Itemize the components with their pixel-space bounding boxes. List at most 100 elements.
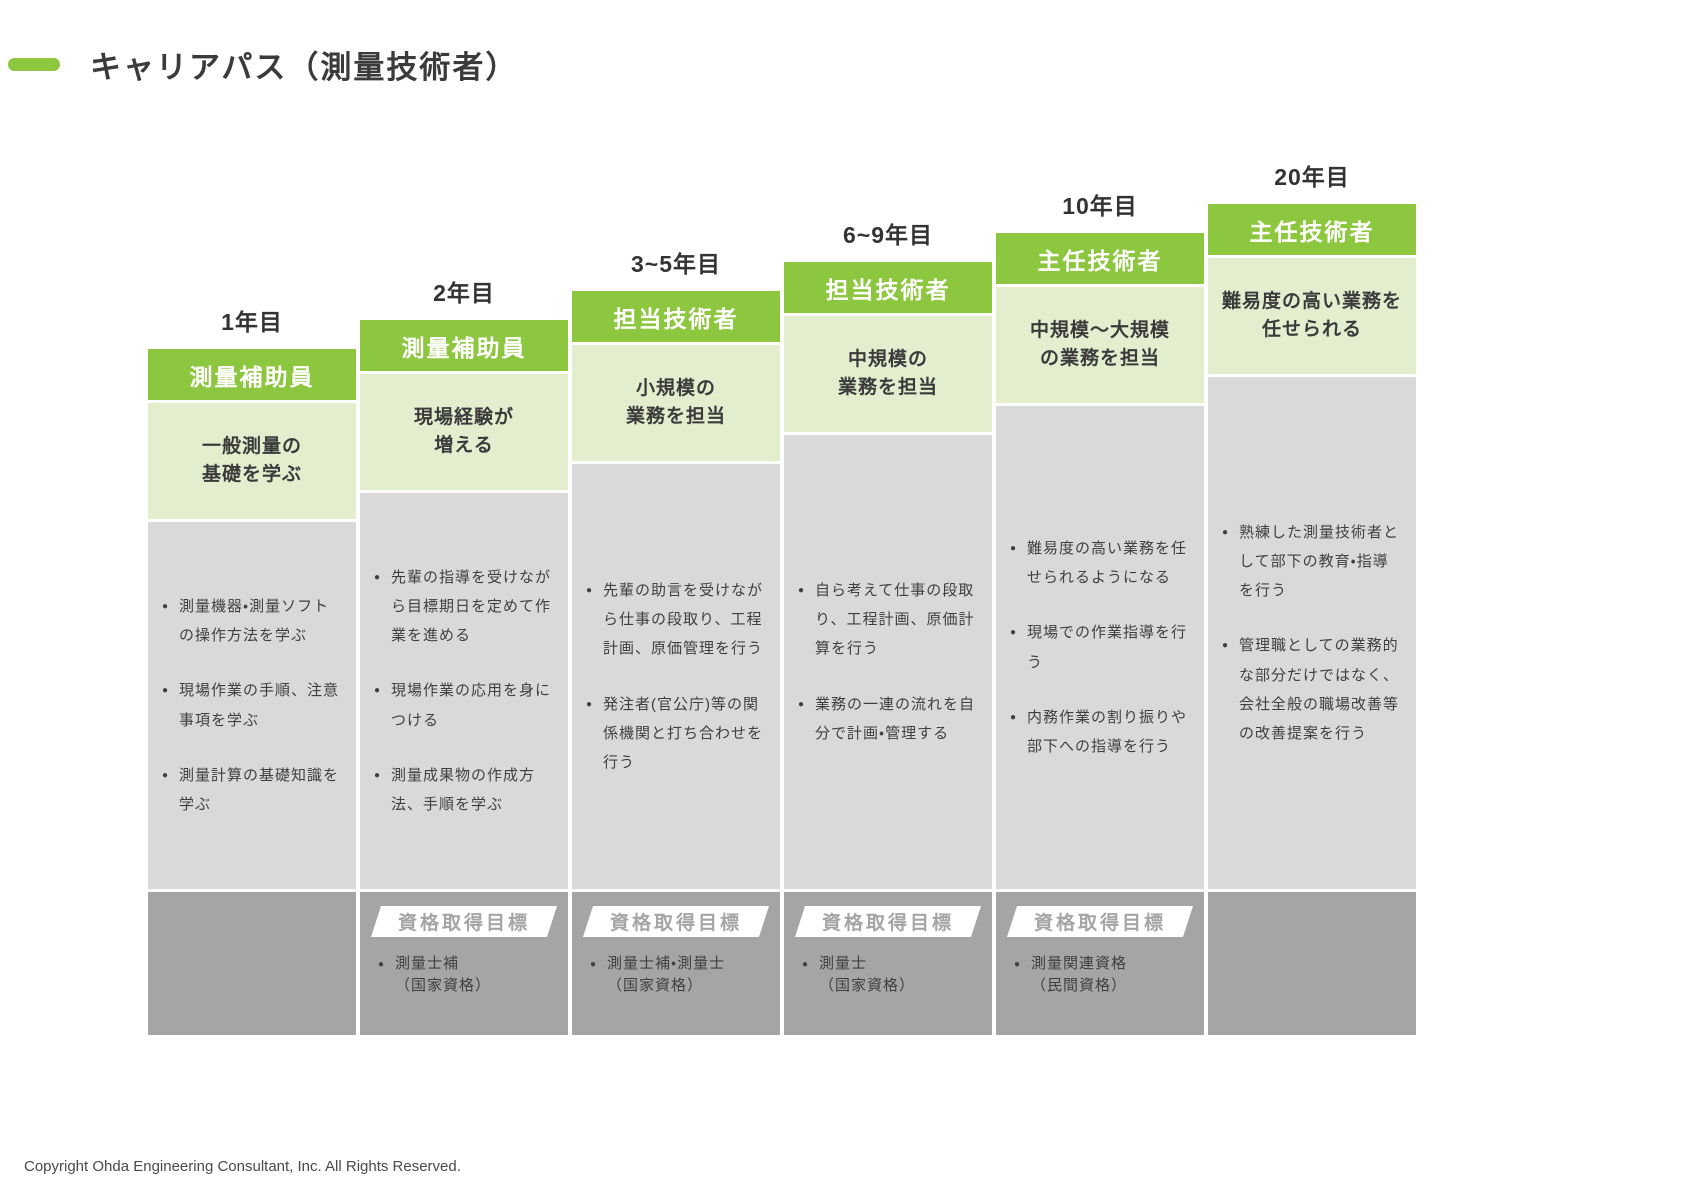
bullet-dot: ● xyxy=(586,584,593,596)
bullet-item: ●測量士補・測量士 （国家資格） xyxy=(590,953,764,997)
role-title-bar: 主任技術者 xyxy=(1208,204,1416,255)
bullet-text: 管理職としての業務的な部分だけではなく、会社全般の職場改善等の改善提案を行う xyxy=(1239,637,1400,743)
bullet-item: ● 測量士補 （国家資格） xyxy=(378,953,552,997)
bullet-text: 現場作業の応用を身につける xyxy=(391,682,552,729)
bullet-dot: ● xyxy=(162,769,169,781)
qualification-banner: 資格取得目標 xyxy=(794,906,982,937)
role-title-bar: 主任技術者 xyxy=(996,233,1204,284)
qualification-list: ● 測量関連資格 （民間資格） xyxy=(996,937,1204,997)
page-title: キャリアパス（測量技術者） xyxy=(90,50,519,85)
qualification-box: 資格取得目標 ● 測量関連資格 （民間資格） xyxy=(996,892,1204,1035)
bullet-dot: ● xyxy=(802,959,809,970)
bullet-text: 測量成果物の作成方法、手順を学ぶ xyxy=(391,766,536,814)
bullet-text: 測量計算の基礎知識を学ぶ xyxy=(179,766,340,813)
qualification-list: ● 測量士補 （国家資格） xyxy=(360,937,568,997)
bullet-item: ● 測量機器・測量ソフトの操作方法を学ぶ xyxy=(162,592,342,651)
bullet-item: ● 先輩の指導を受けながら目標期日を定めて作業を進める xyxy=(374,563,554,651)
bullet-dot: ● xyxy=(378,959,385,970)
bullet-item: ● 難易度の高い業務を任せられるようになる xyxy=(1010,534,1190,593)
bullet-dot: ● xyxy=(162,685,169,697)
qualification-list: ● 測量士 （国家資格） xyxy=(784,937,992,997)
career-column-year3to5: 3~5年目 担当技術者 小規模の 業務を担当 ● 先輩の助言を受けながら仕事の段取… xyxy=(572,245,780,1035)
qualification-list: ●測量士補・測量士 （国家資格） xyxy=(572,937,780,997)
bullet-text: 先輩の助言を受けながら仕事の段取り、工程計画、原価管理を行う xyxy=(603,581,764,658)
career-column-year20: 20年目 主任技術者 難易度の高い業務を 任せられる ● 熟練した測量技術者として… xyxy=(1208,158,1416,1035)
qualification-list xyxy=(1208,906,1416,922)
bullet-dot: ● xyxy=(1010,542,1017,554)
bullet-dot: ● xyxy=(1014,959,1021,970)
bullet-item: ● 管理職としての業務的な部分だけではなく、会社全般の職場改善等の改善提案を行う xyxy=(1222,631,1402,748)
year-label: 3~5年目 xyxy=(630,251,721,277)
year-label: 20年目 xyxy=(1274,164,1350,190)
duties-box: ● 先輩の指導を受けながら目標期日を定めて作業を進める ● 現場作業の応用を身につける… xyxy=(360,493,568,889)
bullet-item: ● 業務の一連の流れを自分で計画・管理する xyxy=(798,690,978,749)
bullet-item: ● 測量士 （国家資格） xyxy=(802,953,976,997)
bullet-dot: ● xyxy=(1010,711,1017,723)
qualification-banner: 資格取得目標 xyxy=(582,906,770,937)
qualification-box: 資格取得目標 ●測量士補・測量士 （国家資格） xyxy=(572,892,780,1035)
duties-box: ● 難易度の高い業務を任せられるようになる ●現場での作業指導を行う ● 内務作業の割り… xyxy=(996,406,1204,889)
bullet-text: 測量機器・測量ソフトの操作方法を学ぶ xyxy=(179,597,330,644)
bullet-dot: ● xyxy=(1222,526,1229,538)
bullet-dot: ● xyxy=(374,769,381,781)
career-column-year10: 10年目 主任技術者 中規模～大規模 の業務を担当 ● 難易度の高い業務を任せられ… xyxy=(996,187,1204,1035)
summary-box: 小規模の 業務を担当 xyxy=(572,345,780,461)
bullet-text: 熟練した測量技術者として部下の教育・指導を行う xyxy=(1239,523,1400,600)
qualification-banner: 資格取得目標 xyxy=(370,906,558,937)
qualification-box: 資格取得目標 ● 測量士 （国家資格） xyxy=(784,892,992,1035)
bullet-dot: ● xyxy=(798,698,805,710)
qualification-banner: 資格取得目標 xyxy=(1006,906,1194,937)
qualification-box: 資格取得目標 ● 測量士補 （国家資格） xyxy=(360,892,568,1035)
bullet-item: ●現場での作業指導を行う xyxy=(1010,618,1190,677)
summary-box: 現場経験が 増える xyxy=(360,374,568,490)
bullet-dot: ● xyxy=(586,698,593,710)
qualification-list xyxy=(148,906,356,922)
year-label: 1年目 xyxy=(221,309,283,335)
duties-box: ● 自ら考えて仕事の段取り、工程計画、原価計算を行う ● 業務の一連の流れを自分で計画… xyxy=(784,435,992,889)
bullet-text: 発注者(官公庁)等の関係機関と打ち合わせを行う xyxy=(603,695,764,772)
bullet-dot: ● xyxy=(1222,640,1229,652)
bullet-item: ● 測量計算の基礎知識を学ぶ xyxy=(162,761,342,820)
career-column-year1: 1年目 測量補助員 一般測量の 基礎を学ぶ ● 測量機器・測量ソフトの操作方法を学… xyxy=(148,303,356,1035)
summary-box: 一般測量の 基礎を学ぶ xyxy=(148,403,356,519)
year-label: 6~9年目 xyxy=(842,222,933,248)
bullet-item: ● 熟練した測量技術者として部下の教育・指導を行う xyxy=(1222,518,1402,606)
qualification-banner-label: 資格取得目標 xyxy=(609,913,742,934)
summary-box: 中規模～大規模 の業務を担当 xyxy=(996,287,1204,403)
bullet-dot: ● xyxy=(162,600,169,612)
bullet-text: 測量士補 （国家資格） xyxy=(395,955,492,994)
qualification-banner-label: 資格取得目標 xyxy=(397,913,530,934)
career-column-year2: 2年目 測量補助員 現場経験が 増える ●先輩の指導を受けながら目標期日を定めて… xyxy=(360,274,568,1035)
bullet-text: 測量士 （国家資格） xyxy=(819,955,916,994)
bullet-dot: ● xyxy=(374,685,381,697)
summary-box: 難易度の高い業務を 任せられる xyxy=(1208,258,1416,374)
bullet-dot: ● xyxy=(798,584,805,596)
bullet-item: ● 内務作業の割り振りや部下への指導を行う xyxy=(1010,703,1190,762)
bullet-text: 測量関連資格 （民間資格） xyxy=(1031,955,1128,994)
bullet-item: ● 測量成果物の作成方法、手順を学ぶ xyxy=(374,761,554,820)
qualification-banner-label: 資格取得目標 xyxy=(821,913,954,934)
role-title-bar: 測量補助員 xyxy=(360,320,568,371)
role-title-bar: 測量補助員 xyxy=(148,349,356,400)
bullet-dot: ● xyxy=(374,571,381,583)
bullet-text: 現場作業の手順、注意事項を学ぶ xyxy=(179,682,340,729)
bullet-text: 現場での作業指導を行う xyxy=(1027,624,1188,671)
bullet-text: 先輩の指導を受けながら目標期日を定めて作業を進める xyxy=(391,568,552,645)
bullet-text: 難易度の高い業務を任せられるようになる xyxy=(1027,539,1188,586)
year-label: 10年目 xyxy=(1062,193,1138,219)
bullet-item: ● 現場作業の応用を身につける xyxy=(374,676,554,735)
qualification-box: 資格取得目標 xyxy=(1208,892,1416,1035)
bullet-item: ● 先輩の助言を受けながら仕事の段取り、工程計画、原価管理を行う xyxy=(586,576,766,664)
duties-box: ● 測量機器・測量ソフトの操作方法を学ぶ ● 現場作業の手順、注意事項を学ぶ ● 測量計算… xyxy=(148,522,356,889)
bullet-text: 内務作業の割り振りや部下への指導を行う xyxy=(1027,708,1188,755)
bullet-item: ● 自ら考えて仕事の段取り、工程計画、原価計算を行う xyxy=(798,576,978,664)
qualification-banner-label: 資格取得目標 xyxy=(1033,913,1166,934)
bullet-text: 業務の一連の流れを自分で計画・管理する xyxy=(815,695,976,742)
bullet-item: ● 現場作業の手順、注意事項を学ぶ xyxy=(162,676,342,735)
duties-box: ● 熟練した測量技術者として部下の教育・指導を行う ● 管理職としての業務的な部分だけ… xyxy=(1208,377,1416,889)
copyright-text: Copyright Ohda Engineering Consultant, I… xyxy=(24,1158,461,1175)
bullet-item: ● 発注者(官公庁)等の関係機関と打ち合わせを行う xyxy=(586,690,766,778)
role-title-bar: 担当技術者 xyxy=(572,291,780,342)
bullet-text: 自ら考えて仕事の段取り、工程計画、原価計算を行う xyxy=(815,581,975,658)
